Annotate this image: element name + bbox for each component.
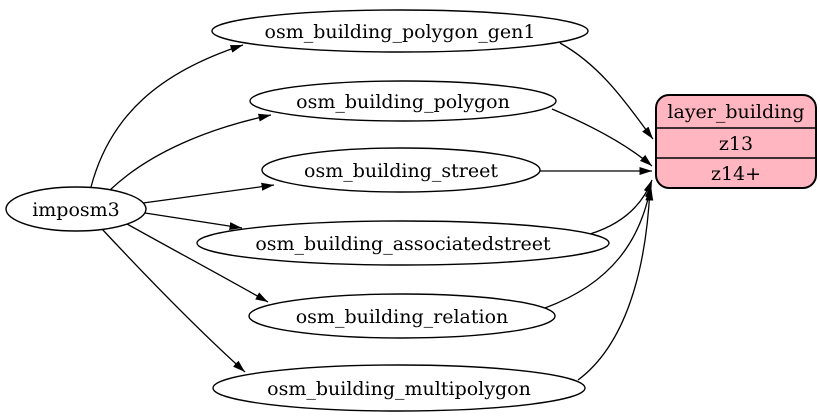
edge-multipolygon-to-layer-z14 bbox=[577, 187, 654, 381]
layer-building-box bbox=[655, 94, 817, 189]
imposm3-label: imposm3 bbox=[32, 199, 120, 221]
node-osm-building-associatedstreet: osm_building_associatedstreet bbox=[196, 220, 610, 266]
polygon-gen1-label: osm_building_polygon_gen1 bbox=[265, 21, 536, 43]
edge-polygon-gen1-to-layer-z13 bbox=[559, 42, 654, 140]
edge-polygon-to-layer-z14 bbox=[551, 108, 653, 167]
multipolygon-label: osm_building_multipolygon bbox=[267, 378, 531, 400]
node-layer-building: layer_building z13 z14+ bbox=[655, 94, 817, 189]
node-osm-building-relation: osm_building_relation bbox=[248, 293, 556, 339]
layer-building-row-z14plus: z14+ bbox=[711, 163, 761, 185]
relation-ellipse bbox=[248, 293, 556, 339]
edge-relation-to-layer-z14 bbox=[544, 184, 653, 309]
edge-imposm3-to-multipolygon bbox=[101, 228, 246, 373]
node-osm-building-polygon-gen1: osm_building_polygon_gen1 bbox=[211, 9, 589, 53]
node-osm-building-polygon: osm_building_polygon bbox=[249, 80, 557, 122]
node-imposm3: imposm3 bbox=[5, 186, 147, 232]
edge-associatedstreet-to-layer-z14 bbox=[589, 179, 653, 235]
edge-imposm3-to-associatedstreet bbox=[144, 212, 243, 231]
polygon-gen1-ellipse bbox=[211, 9, 589, 53]
node-osm-building-multipolygon: osm_building_multipolygon bbox=[212, 364, 586, 412]
layer-building-row-z13: z13 bbox=[719, 133, 753, 155]
edge-imposm3-to-street bbox=[142, 182, 275, 204]
node-osm-building-street: osm_building_street bbox=[261, 147, 541, 193]
street-ellipse bbox=[261, 147, 541, 193]
associatedstreet-ellipse bbox=[196, 220, 610, 266]
polygon-ellipse bbox=[249, 80, 557, 122]
layer-building-title: layer_building bbox=[667, 101, 804, 123]
edge-imposm3-to-relation bbox=[126, 223, 269, 303]
street-label: osm_building_street bbox=[304, 160, 498, 182]
polygon-label: osm_building_polygon bbox=[296, 91, 510, 113]
relation-label: osm_building_relation bbox=[296, 306, 509, 328]
multipolygon-ellipse bbox=[212, 364, 586, 412]
edge-imposm3-to-polygon bbox=[109, 113, 272, 191]
imposm3-ellipse bbox=[5, 186, 147, 232]
associatedstreet-label: osm_building_associatedstreet bbox=[255, 233, 551, 255]
edge-imposm3-to-polygon-gen1 bbox=[90, 44, 244, 188]
